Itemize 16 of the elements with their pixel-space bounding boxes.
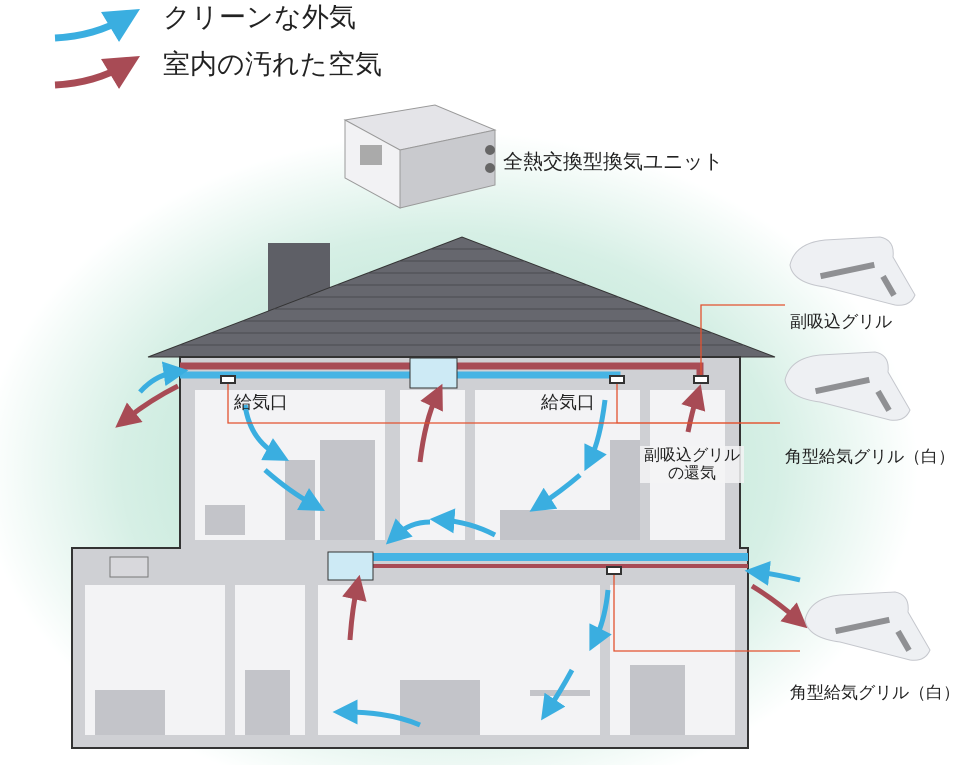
- legend-label: クリーンな外気: [163, 2, 356, 34]
- grille-label: 角型給気グリル（白）: [790, 684, 957, 704]
- leader-line: [616, 384, 780, 424]
- leader-line: [613, 575, 800, 652]
- vent-label: 給気口: [541, 393, 595, 414]
- vent-opening: [220, 375, 236, 384]
- grille-label: 角型給気グリル（白）: [785, 448, 955, 468]
- vent-label: 給気口: [234, 393, 288, 414]
- product-label: 全熱交換型換気ユニット: [503, 150, 723, 173]
- leader-line: [700, 304, 785, 375]
- grille-label: 副吸込グリル: [790, 313, 892, 333]
- vent-opening: [606, 566, 622, 575]
- vent-opening: [609, 375, 625, 384]
- legend-label: 室内の汚れた空気: [163, 49, 382, 80]
- callout-text: 副吸込グリルの還気: [640, 446, 744, 483]
- vent-opening: [693, 375, 709, 384]
